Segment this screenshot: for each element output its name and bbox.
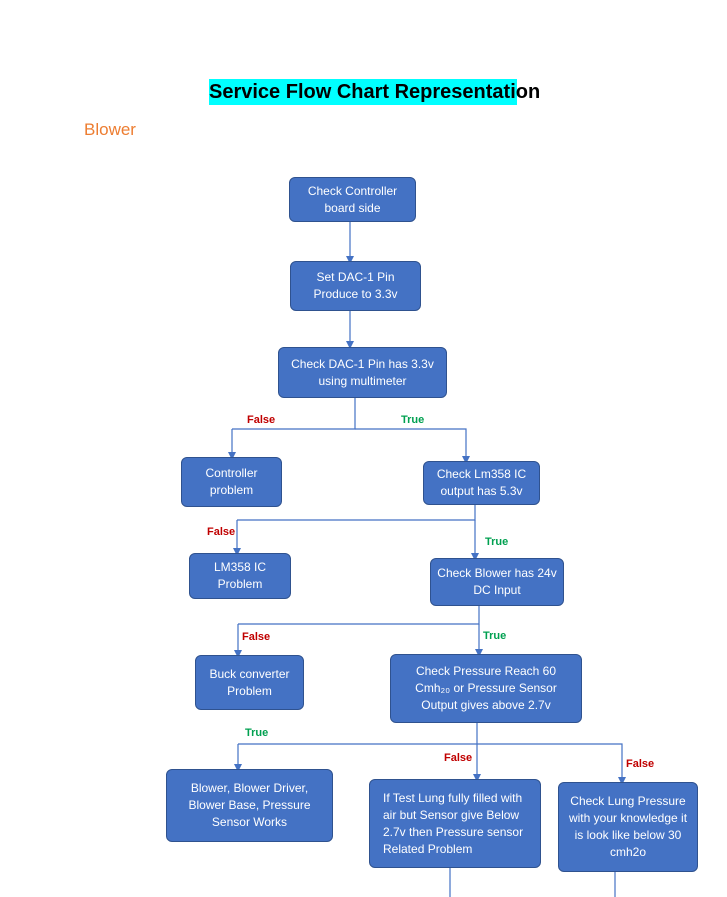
node-buck-problem: Buck converter Problem xyxy=(195,655,304,710)
node-controller-problem: Controller problem xyxy=(181,457,282,507)
label-false-controller: False xyxy=(247,414,276,426)
node-check-lung-pressure: Check Lung Pressure with your knowledge … xyxy=(558,782,698,872)
node-test-lung: If Test Lung fully filled with air but S… xyxy=(369,779,541,868)
label-true-pressure: True xyxy=(483,630,507,642)
label-true-lm358: True xyxy=(401,414,425,426)
node-check-pressure: Check Pressure Reach 60 Cmh₂₀ or Pressur… xyxy=(390,654,582,723)
label-false-buck: False xyxy=(242,631,271,643)
label-false-test-lung: False xyxy=(444,752,473,764)
label-true-works: True xyxy=(245,727,269,739)
label-true-blower: True xyxy=(485,536,509,548)
section-subtitle: Blower xyxy=(84,120,136,139)
connector-pressure-split xyxy=(238,723,478,745)
node-blower-works: Blower, Blower Driver, Blower Base, Pres… xyxy=(166,769,333,842)
connector-blower-split xyxy=(238,606,480,625)
node-check-lm358: Check Lm358 IC output has 5.3v xyxy=(423,461,540,505)
node-check-dac: Check DAC-1 Pin has 3.3v using multimete… xyxy=(278,347,447,398)
node-set-dac: Set DAC-1 Pin Produce to 3.3v xyxy=(290,261,421,311)
node-lm358-problem: LM358 IC Problem xyxy=(189,553,291,599)
page-title: Service Flow Chart Representation xyxy=(209,79,541,105)
label-false-lm358: False xyxy=(207,526,236,538)
node-check-controller: Check Controller board side xyxy=(289,177,416,222)
label-false-lung-pressure: False xyxy=(626,758,655,770)
connector-lm358-split xyxy=(237,505,476,521)
node-check-blower-24v: Check Blower has 24v DC Input xyxy=(430,558,564,606)
